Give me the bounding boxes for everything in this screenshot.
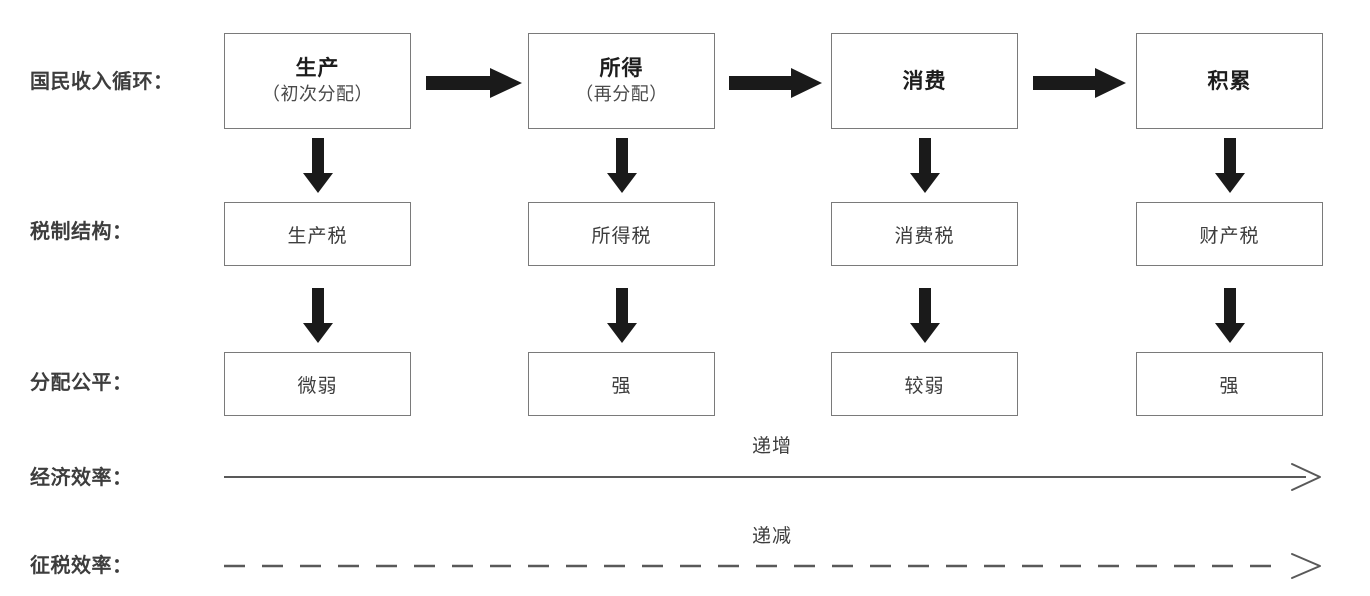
cycle-box-production[interactable]: 生产 （初次分配） xyxy=(224,33,411,129)
arrow-right-consumption-to-accumulation xyxy=(1031,66,1128,100)
arrow-down-income-tax-to-equity xyxy=(606,287,638,345)
tax-box-property-tax[interactable]: 财产税 xyxy=(1136,202,1323,266)
tax-box-production-tax[interactable]: 生产税 xyxy=(224,202,411,266)
tax-box-income-tax-label: 所得税 xyxy=(591,225,652,247)
tax-box-property-tax-label: 财产税 xyxy=(1199,225,1260,247)
arrow-right-income-to-consumption xyxy=(727,66,824,100)
equity-box-consumption-label: 较弱 xyxy=(904,375,945,397)
tax-box-consumption-tax[interactable]: 消费税 xyxy=(831,202,1018,266)
axis-caption-decreasing: 递减 xyxy=(752,526,793,547)
arrow-down-income-to-income-tax xyxy=(606,137,638,195)
cycle-box-consumption[interactable]: 消费 xyxy=(831,33,1018,129)
equity-box-income[interactable]: 强 xyxy=(528,352,715,416)
row-label-tax-structure: 税制结构： xyxy=(30,221,133,243)
cycle-box-income-title: 所得 xyxy=(599,56,644,81)
arrow-down-accumulation-to-property-tax xyxy=(1214,137,1246,195)
axis-caption-increasing: 递增 xyxy=(752,436,793,457)
cycle-box-consumption-title: 消费 xyxy=(902,68,947,93)
axis-arrow-tax-collection-efficiency xyxy=(224,551,1324,581)
cycle-box-accumulation-title: 积累 xyxy=(1207,68,1252,93)
arrow-down-consumption-tax-to-equity xyxy=(909,287,941,345)
equity-box-accumulation[interactable]: 强 xyxy=(1136,352,1323,416)
arrow-down-property-tax-to-equity xyxy=(1214,287,1246,345)
tax-box-production-tax-label: 生产税 xyxy=(287,225,348,247)
row-label-distribution-equity: 分配公平： xyxy=(30,372,133,394)
cycle-box-production-title: 生产 xyxy=(295,56,340,81)
equity-box-accumulation-label: 强 xyxy=(1219,375,1240,397)
equity-box-production[interactable]: 微弱 xyxy=(224,352,411,416)
tax-box-income-tax[interactable]: 所得税 xyxy=(528,202,715,266)
equity-box-consumption[interactable]: 较弱 xyxy=(831,352,1018,416)
arrow-down-production-tax-to-equity xyxy=(302,287,334,345)
row-label-tax-collection-efficiency: 征税效率： xyxy=(30,555,133,577)
arrow-down-production-to-production-tax xyxy=(302,137,334,195)
tax-box-consumption-tax-label: 消费税 xyxy=(894,225,955,247)
cycle-box-income[interactable]: 所得 （再分配） xyxy=(528,33,715,129)
cycle-box-accumulation[interactable]: 积累 xyxy=(1136,33,1323,129)
cycle-box-income-subtitle: （再分配） xyxy=(575,84,668,105)
arrow-down-consumption-to-consumption-tax xyxy=(909,137,941,195)
axis-arrow-economic-efficiency xyxy=(224,462,1324,492)
row-label-national-income-cycle: 国民收入循环： xyxy=(30,71,174,93)
row-label-economic-efficiency: 经济效率： xyxy=(30,467,133,489)
equity-box-production-label: 微弱 xyxy=(297,375,338,397)
equity-box-income-label: 强 xyxy=(611,375,632,397)
arrow-right-production-to-income xyxy=(424,66,524,100)
cycle-box-production-subtitle: （初次分配） xyxy=(262,84,373,105)
